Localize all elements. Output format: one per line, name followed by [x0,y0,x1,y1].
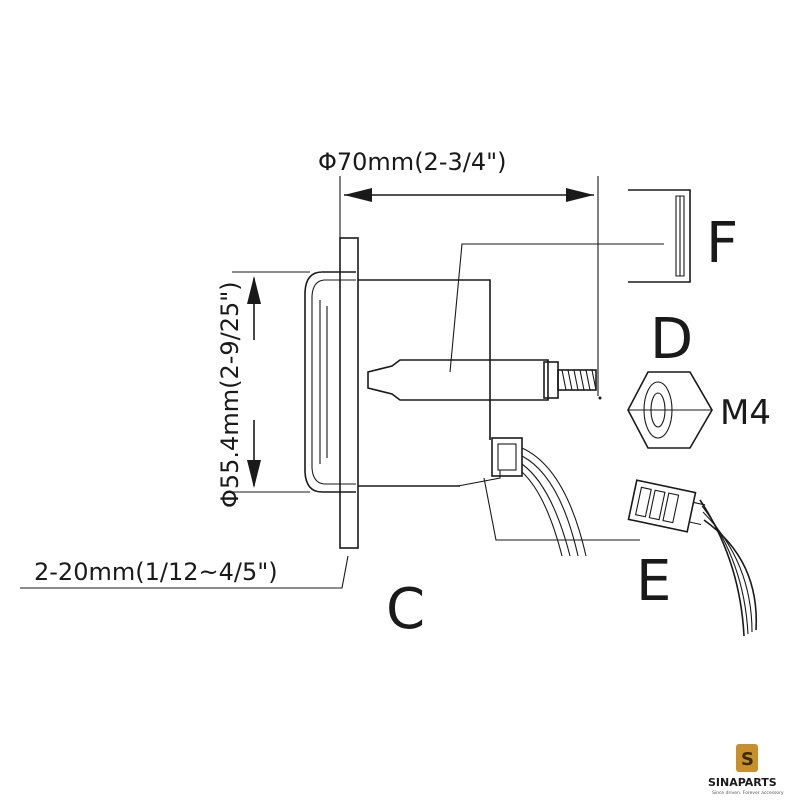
gauge-housing [358,279,491,440]
nut-part: D M4 [627,307,771,449]
part-label-c: C [386,577,425,642]
panel-flange [339,237,359,549]
leader-lines [20,176,664,589]
part-label-f: F [706,211,738,276]
nut-size-label: M4 [720,393,771,433]
part-label-d: D [650,307,693,372]
dimension-width: Φ70mm(2-3/4") [318,148,594,202]
width-dimension-label: Φ70mm(2-3/4") [318,148,507,176]
gauge-body [304,237,597,557]
gauge-connector [491,437,523,477]
gauge-bezel [304,271,356,493]
plug-connector [627,479,697,533]
brand-logo: S SINAPARTS Since driven. Forever access… [708,744,784,796]
panel-thickness-label: 2-20mm(1/12~4/5") [34,558,278,586]
logo-badge [736,744,758,772]
height-dimension-label: Φ55.4mm(2-9/25") [216,281,244,508]
logo-name: SINAPARTS [708,776,777,789]
logo-s-icon: S [741,749,754,770]
connector-part: E [627,479,758,637]
dimension-height: Φ55.4mm(2-9/25") [216,271,310,508]
thread [557,369,597,391]
logo-tagline: Since driven. Forever accessory [712,790,784,796]
part-label-e: E [636,549,671,614]
bracket-part: F [628,189,738,283]
mounting-stud [367,359,549,401]
